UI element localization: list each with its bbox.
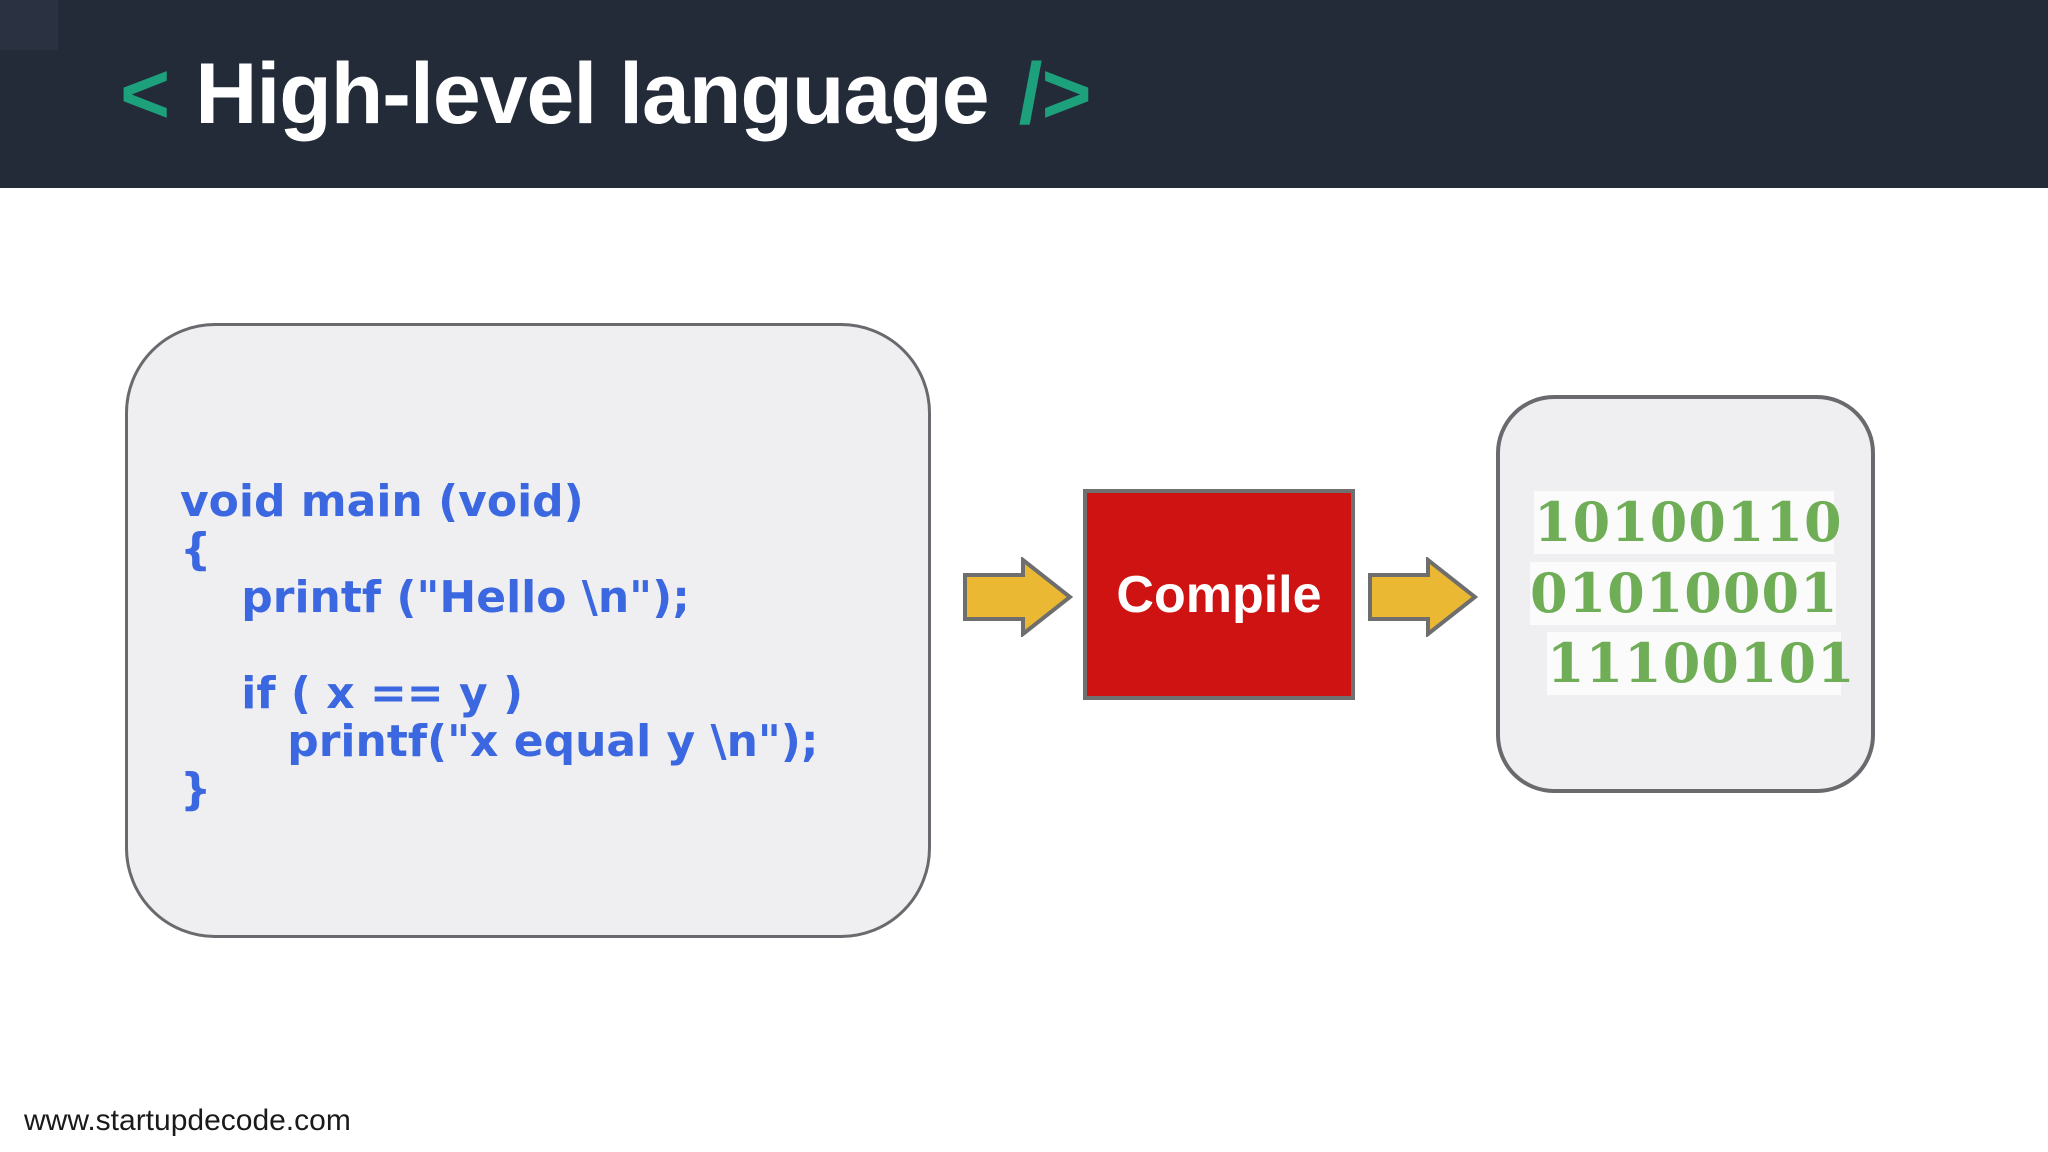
website-url: www.startupdecode.com: [24, 1104, 351, 1137]
binary-line: 01010001: [1530, 561, 1839, 625]
page-title-text: High-level language: [195, 45, 989, 142]
code-line: printf("x equal y \n");: [180, 716, 819, 767]
binary-line: 11100101: [1547, 631, 1856, 695]
code-line: }: [180, 764, 212, 815]
source-code-panel: void main (void) { printf ("Hello \n"); …: [125, 323, 931, 938]
header-corner-accent: [0, 0, 58, 50]
header-bar: < High-level language />: [0, 0, 2048, 188]
binary-line: 10100110: [1534, 490, 1843, 554]
code-line: if ( x == y ): [180, 668, 524, 719]
compile-label: Compile: [1116, 565, 1322, 624]
arrow-right-icon: [963, 557, 1073, 637]
code-line: {: [180, 524, 212, 575]
code-line: void main (void): [180, 476, 584, 527]
compile-step: Compile: [1083, 489, 1355, 700]
code-line: [180, 622, 819, 670]
code-bracket-close-icon: />: [1018, 45, 1092, 142]
machine-code-panel: 10100110 01010001 11100101: [1496, 395, 1875, 793]
code-line: printf ("Hello \n");: [180, 572, 690, 623]
page-title: < High-level language />: [120, 0, 1092, 188]
arrow-right-icon: [1368, 557, 1478, 637]
code-bracket-open-icon: <: [120, 45, 170, 142]
source-code-listing: void main (void) { printf ("Hello \n"); …: [180, 478, 819, 814]
